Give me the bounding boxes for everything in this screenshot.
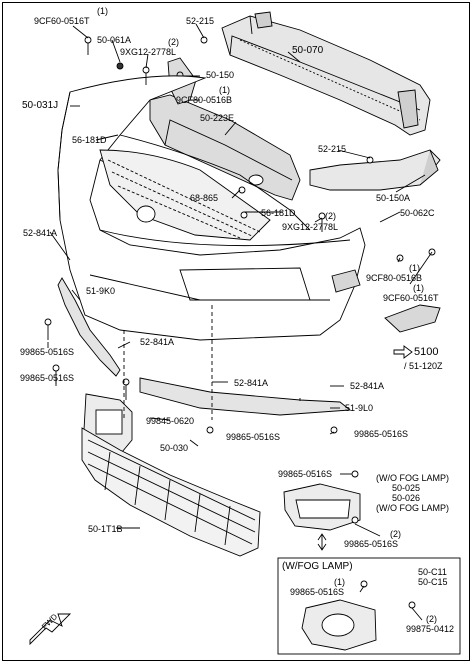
part-50-150: 50-150 bbox=[206, 70, 235, 80]
qty-99875: (2) bbox=[426, 614, 437, 624]
side-bracket-right bbox=[309, 149, 441, 191]
option-arrows bbox=[317, 533, 327, 551]
fog-cover-without-lamp bbox=[283, 483, 361, 531]
note-without-fog-lamp-2: (W/O FOG LAMP) bbox=[376, 503, 449, 513]
part-52-841a-upper-left: 52-841A bbox=[23, 228, 58, 238]
part-99865-0516s-f: 99865-0516S bbox=[344, 539, 399, 549]
fog-bezel-with-lamp bbox=[277, 557, 461, 655]
qty-99865-f: (2) bbox=[390, 529, 401, 539]
part-56-181d-left: 56-181D bbox=[72, 135, 107, 145]
part-9cf60-0516t-top: 9CF60-0516T bbox=[34, 16, 90, 26]
leader-lines bbox=[47, 23, 433, 621]
part-52-215-right: 52-215 bbox=[318, 144, 347, 154]
part-50-025: 50-025 bbox=[392, 483, 421, 493]
part-50-031j: 50-031J bbox=[22, 100, 59, 111]
part-99865-0516s-b: 99865-0516S bbox=[20, 373, 75, 383]
part-99865-0516s-d: 99865-0516S bbox=[354, 429, 409, 439]
bumper-reinforcement-beam bbox=[221, 11, 431, 136]
part-50-030: 50-030 bbox=[160, 443, 189, 453]
upper-grille bbox=[99, 149, 271, 241]
part-99865-0516s-a: 99865-0516S bbox=[20, 347, 75, 357]
lower-strip-center bbox=[139, 377, 352, 416]
diagram-border bbox=[2, 2, 470, 661]
lower-strip-left bbox=[57, 277, 121, 377]
part-9xg12-2778l-center: 9XG12-2778L bbox=[282, 222, 339, 232]
part-99865-0516s-e: 99865-0516S bbox=[278, 469, 333, 479]
part-52-215-top: 52-215 bbox=[186, 16, 215, 26]
part-52-841a-center: 52-841A bbox=[234, 378, 269, 388]
energy-absorber bbox=[149, 94, 301, 201]
qty-9xg12-top: (2) bbox=[168, 37, 179, 47]
part-50-026: 50-026 bbox=[392, 493, 421, 503]
bumper-fascia bbox=[57, 75, 366, 341]
part-9cf80-0516b-top: 9CF80-0516B bbox=[176, 95, 233, 105]
part-50-150a: 50-150A bbox=[376, 193, 411, 203]
part-99865-0516s-c: 99865-0516S bbox=[226, 432, 281, 442]
fwd-arrow bbox=[29, 613, 72, 646]
reference-arrow bbox=[393, 345, 413, 359]
part-68-865: 68-865 bbox=[190, 193, 219, 203]
part-99845-0620: 99845-0620 bbox=[146, 416, 195, 426]
ref-51-120z: / 51-120Z bbox=[404, 361, 443, 371]
note-with-fog-lamp: (W/FOG LAMP) bbox=[282, 561, 353, 572]
qty-9cf60-right: (1) bbox=[413, 283, 424, 293]
ref-5100: 5100 bbox=[414, 346, 439, 358]
part-50-061a: 50-061A bbox=[97, 35, 132, 45]
qty-9cf80-top: (1) bbox=[219, 85, 230, 95]
part-50-223e: 50-223E bbox=[200, 113, 235, 123]
part-52-841a-right: 52-841A bbox=[350, 381, 385, 391]
qty-9cf80-right: (1) bbox=[409, 263, 420, 273]
part-50-1t1b: 50-1T1B bbox=[88, 524, 123, 534]
note-without-fog-lamp-1: (W/O FOG LAMP) bbox=[376, 473, 449, 483]
part-99865-0516s-g: 99865-0516S bbox=[290, 587, 345, 597]
corner-cover bbox=[384, 304, 441, 333]
part-9xg12-2778l-top: 9XG12-2778L bbox=[120, 47, 177, 57]
part-50-062c: 50-062C bbox=[400, 208, 435, 218]
lower-grille bbox=[81, 427, 261, 557]
part-99875-0412: 99875-0412 bbox=[406, 624, 455, 634]
part-51-9k0: 51-9K0 bbox=[86, 286, 116, 296]
qty-99865-g: (1) bbox=[334, 577, 345, 587]
part-56-181d-center: 56-181D bbox=[261, 208, 296, 218]
part-9cf80-0516b-right: 9CF80-0516B bbox=[366, 273, 423, 283]
qty-9cf60-top: (1) bbox=[97, 6, 108, 16]
part-50-070: 50-070 bbox=[292, 45, 324, 56]
part-9cf60-0516t-right: 9CF60-0516T bbox=[383, 293, 439, 303]
fasteners bbox=[44, 36, 436, 609]
qty-9xg12-center: (2) bbox=[325, 211, 336, 221]
part-51-9l0: 51-9L0 bbox=[345, 403, 374, 413]
part-50-c11: 50-C11 bbox=[418, 567, 447, 577]
part-52-841a-middle-left: 52-841A bbox=[140, 337, 175, 347]
part-50-c15: 50-C15 bbox=[418, 577, 448, 587]
